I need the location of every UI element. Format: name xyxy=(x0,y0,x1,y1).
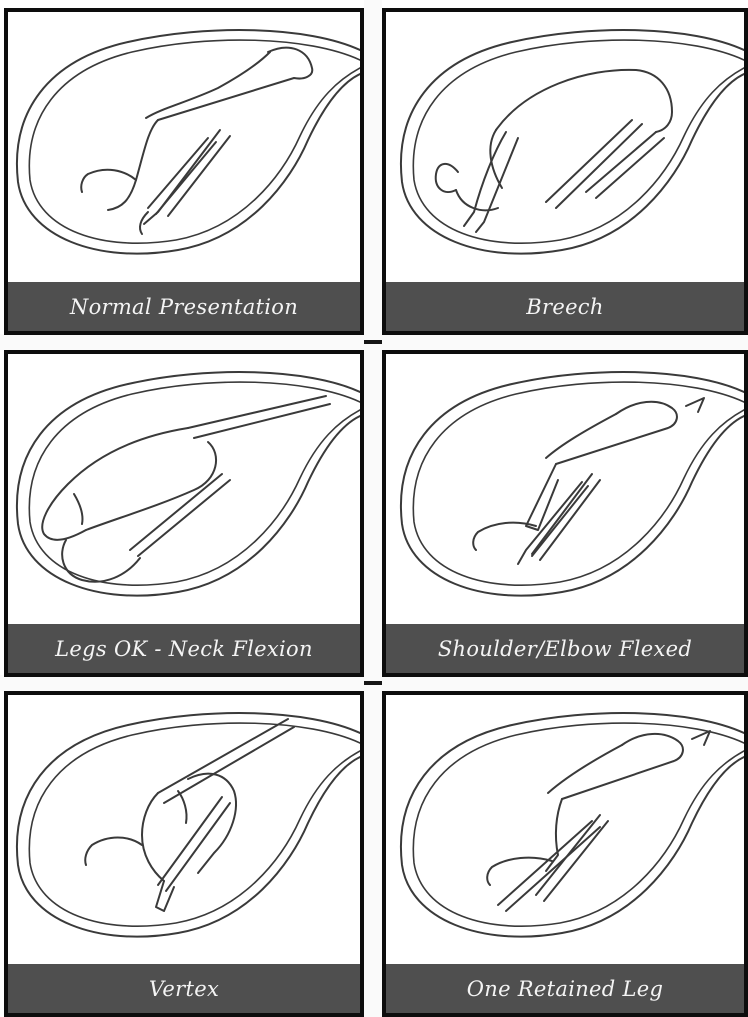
uterus-drawing xyxy=(8,695,360,965)
panel-neck-flexion: Legs OK - Neck Flexion xyxy=(4,350,364,677)
divider-line xyxy=(364,340,382,344)
panel-normal-presentation: Normal Presentation xyxy=(4,8,364,335)
panel-caption: Legs OK - Neck Flexion xyxy=(8,624,360,673)
uterus-drawing xyxy=(8,12,360,282)
panel-vertex: Vertex xyxy=(4,691,364,1017)
uterus-drawing xyxy=(386,695,744,965)
panel-one-retained-leg: One Retained Leg xyxy=(382,691,748,1017)
panel-shoulder-elbow-flexed: Shoulder/Elbow Flexed xyxy=(382,350,748,677)
uterus-drawing xyxy=(8,354,360,624)
panel-caption: Breech xyxy=(386,282,744,331)
uterus-drawing xyxy=(386,12,744,282)
panel-caption: Shoulder/Elbow Flexed xyxy=(386,624,744,673)
panel-caption: Vertex xyxy=(8,964,360,1013)
panel-caption: One Retained Leg xyxy=(386,964,744,1013)
gutter xyxy=(364,0,382,1017)
panel-breech: Breech xyxy=(382,8,748,335)
divider-line xyxy=(364,681,382,685)
panel-caption: Normal Presentation xyxy=(8,282,360,331)
uterus-drawing xyxy=(386,354,744,624)
